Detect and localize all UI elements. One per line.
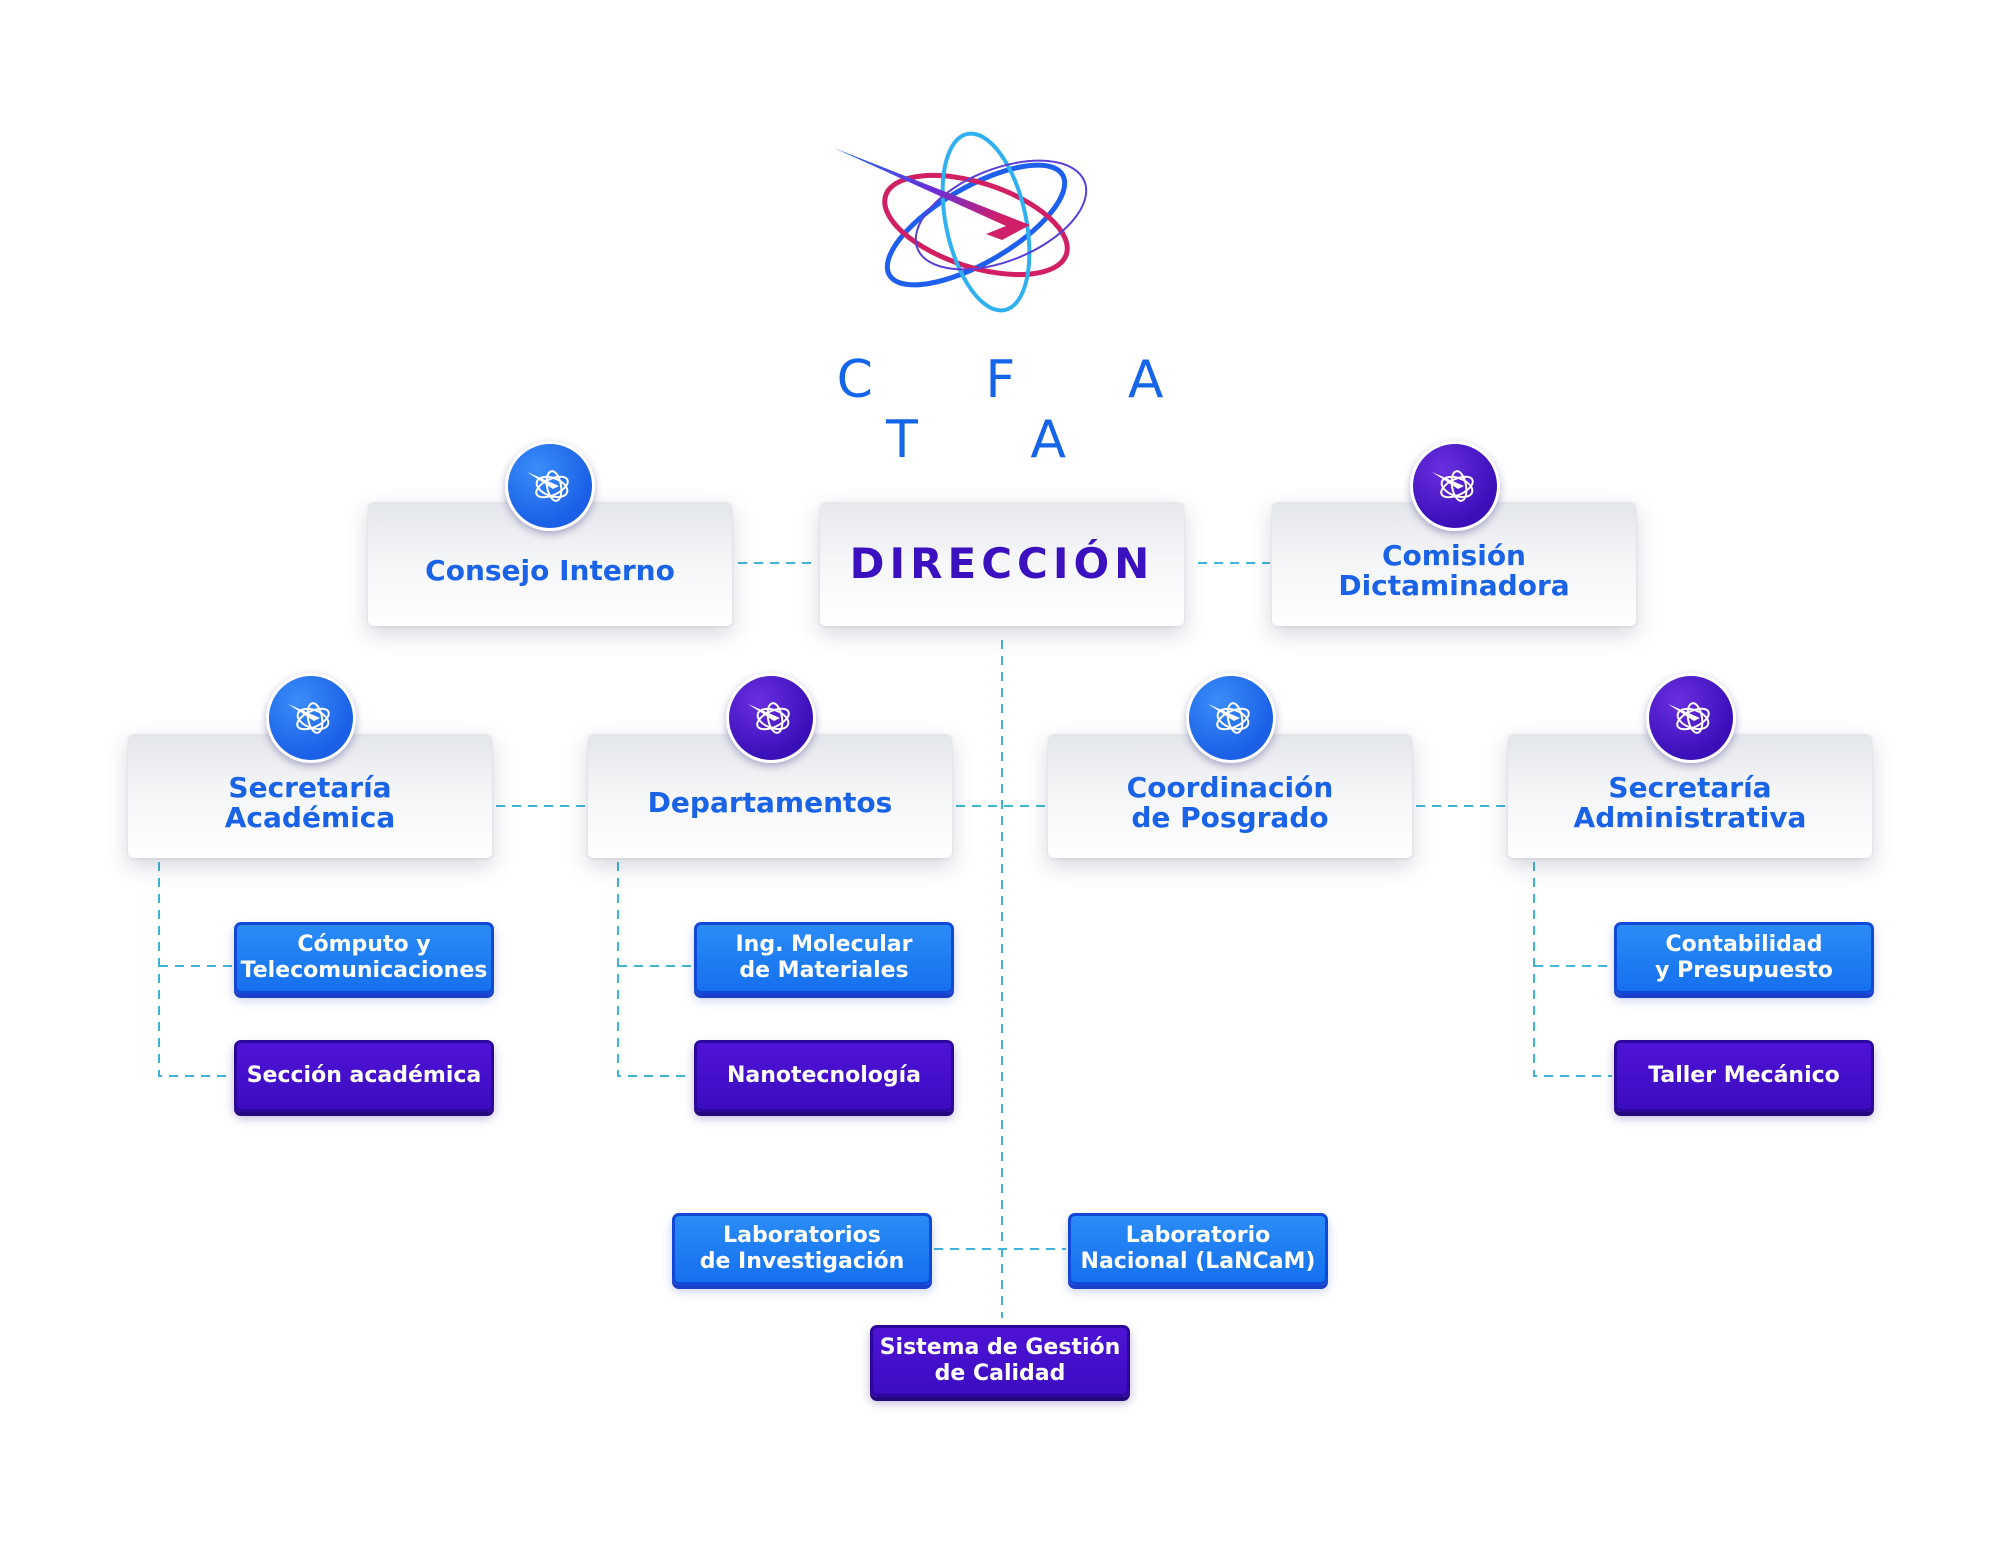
nanotecnologia-box[interactable]: Nanotecnología bbox=[694, 1040, 954, 1112]
direccion-title: DIRECCIÓN bbox=[849, 539, 1155, 588]
contabilidad-presupuesto-box[interactable]: Contabilidad y Presupuesto bbox=[1614, 922, 1874, 994]
atom-icon bbox=[505, 441, 595, 531]
atom-icon bbox=[1646, 673, 1736, 763]
sistema-gestion-calidad-box[interactable]: Sistema de Gestión de Calidad bbox=[870, 1325, 1130, 1397]
connector-administrativa-subunits bbox=[1533, 862, 1612, 1077]
brand-name: C F A T A bbox=[836, 350, 1212, 470]
cfata-logo bbox=[834, 131, 1088, 313]
atom-icon bbox=[726, 673, 816, 763]
card-label: Departamentos bbox=[647, 786, 893, 819]
ing-molecular-materiales-box[interactable]: Ing. Molecular de Materiales bbox=[694, 922, 954, 994]
card-label: Coordinación de Posgrado bbox=[1126, 771, 1334, 834]
taller-mecanico-box[interactable]: Taller Mecánico bbox=[1614, 1040, 1874, 1112]
connector-academica-subunits bbox=[158, 862, 232, 1077]
seccion-academica-box[interactable]: Sección académica bbox=[234, 1040, 494, 1112]
atom-icon bbox=[1186, 673, 1276, 763]
card-label: Consejo Interno bbox=[425, 554, 675, 587]
card-label: Secretaría Administrativa bbox=[1573, 771, 1807, 834]
atom-icon bbox=[1410, 441, 1500, 531]
card-label: Secretaría Académica bbox=[224, 771, 396, 834]
laboratorios-investigacion-box[interactable]: Laboratorios de Investigación bbox=[672, 1213, 932, 1285]
card-label: Comisión Dictaminadora bbox=[1338, 539, 1570, 602]
computo-telecomunicaciones-box[interactable]: Cómputo y Telecomunicaciones bbox=[234, 922, 494, 994]
connector-departamentos-subunits bbox=[617, 862, 692, 1077]
direccion-card[interactable]: DIRECCIÓN bbox=[820, 502, 1184, 626]
laboratorio-nacional-box[interactable]: Laboratorio Nacional (LaNCaM) bbox=[1068, 1213, 1328, 1285]
atom-icon bbox=[266, 673, 356, 763]
